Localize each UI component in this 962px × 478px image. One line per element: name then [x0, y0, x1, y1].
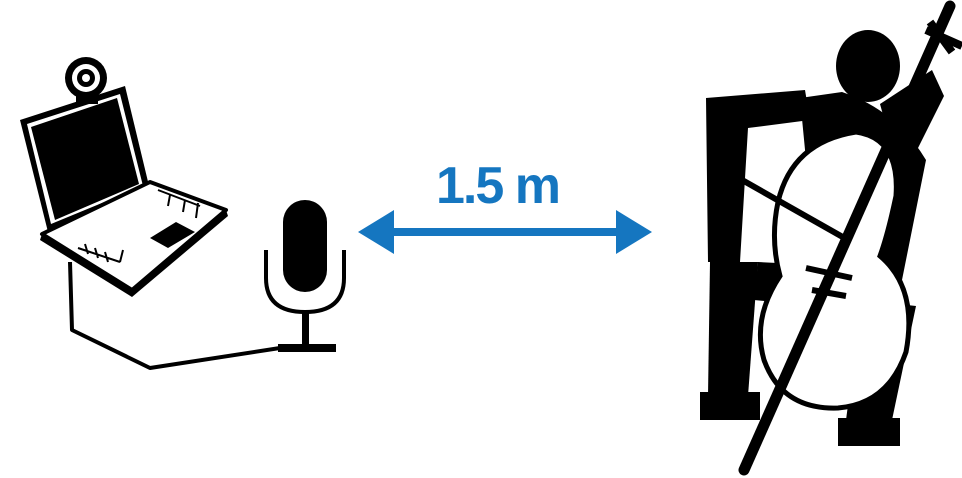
microphone-cable — [68, 261, 281, 370]
cello-player-icon — [700, 0, 962, 476]
distance-label: 1.5 m — [436, 157, 561, 215]
laptop-icon — [20, 86, 228, 297]
webcam-icon — [65, 57, 107, 104]
double-arrow-icon — [358, 210, 652, 254]
microphone-icon — [264, 200, 346, 352]
